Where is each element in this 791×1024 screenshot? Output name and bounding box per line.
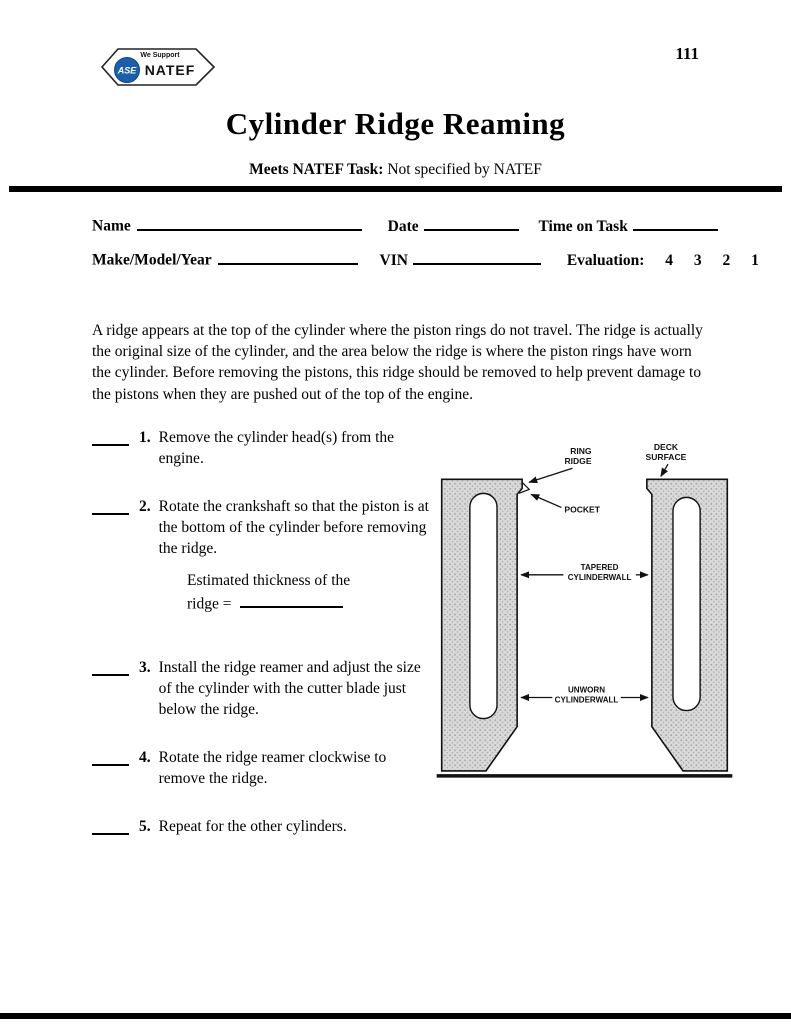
step-4-number: 4. [139, 748, 151, 766]
estimate-ridge-label: ridge = [187, 595, 232, 613]
task-label: Meets NATEF Task: [249, 161, 384, 178]
tapered-label-2: CYLINDERWALL [568, 573, 632, 582]
date-blank[interactable] [423, 214, 519, 231]
unworn-label-2: CYLINDERWALL [555, 696, 619, 705]
steps-list: 1. Remove the cylinder head(s) from the … [92, 427, 440, 837]
deck-surface-label-2: SURFACE [646, 452, 687, 462]
time-on-task-blank[interactable] [632, 214, 718, 231]
tapered-label: TAPERED [581, 563, 619, 572]
evaluation-score-4[interactable]: 4 [665, 251, 673, 269]
cylinder-diagram: RING RIDGE DECK SURFACE POCKET TAPERED C… [432, 427, 737, 789]
estimate-block: Estimated thickness of the ridge = [187, 570, 440, 614]
vin-label: VIN [379, 251, 408, 269]
task-value: Not specified by NATEF [387, 161, 542, 178]
name-blank[interactable] [136, 214, 362, 231]
ring-ridge-arrow [528, 467, 573, 484]
step-1-text: Remove the cylinder head(s) from the eng… [158, 429, 395, 468]
left-coolant-slot [469, 492, 498, 720]
time-on-task-label: Time on Task [538, 217, 628, 235]
pocket-label: POCKET [564, 504, 600, 514]
natef-logo: We Support ASE NATEF [94, 40, 220, 99]
make-model-year-blank[interactable] [217, 248, 358, 265]
ase-text: ASE [117, 66, 138, 76]
divider-rule [9, 186, 782, 192]
step-2-text: Rotate the crankshaft so that the piston… [158, 498, 429, 558]
deck-surface-arrow [660, 463, 669, 478]
deck-surface-label: DECK [654, 442, 679, 452]
name-label: Name [92, 217, 131, 235]
pocket-arrow [530, 493, 562, 509]
evaluation-label: Evaluation: [566, 251, 645, 269]
step-5-text: Repeat for the other cylinders. [158, 817, 347, 835]
step-item-2: 2. Rotate the crankshaft so that the pis… [92, 496, 440, 559]
step-4-checkoff-blank[interactable] [92, 747, 129, 766]
natef-task-line: Meets NATEF Task: Not specified by NATEF [0, 161, 791, 179]
estimate-line-2: ridge = [187, 592, 440, 615]
evaluation-score-2[interactable]: 2 [722, 251, 731, 269]
cylinder-diagram-svg: RING RIDGE DECK SURFACE POCKET TAPERED C… [436, 442, 733, 778]
logo-support-text: We Support [140, 52, 180, 59]
step-1-number: 1. [139, 429, 151, 446]
step-item-5: 5. Repeat for the other cylinders. [92, 816, 440, 837]
ridge-pocket-notch [518, 481, 531, 494]
step-3-number: 3. [139, 658, 151, 676]
intro-paragraph: A ridge appears at the top of the cylind… [92, 322, 703, 403]
ase-medallion [114, 57, 140, 83]
diagram-labels: RING RIDGE DECK SURFACE POCKET TAPERED C… [555, 442, 687, 704]
form-row-2: Make/Model/Year VIN Evaluation: 4 3 2 1 [92, 248, 759, 270]
content-area: 1. Remove the cylinder head(s) from the … [92, 427, 742, 987]
estimate-line-1: Estimated thickness of the [187, 572, 351, 590]
page-number: 111 [675, 44, 699, 63]
page-title: Cylinder Ridge Reaming [225, 106, 566, 141]
scan-edge-artifact [0, 1013, 791, 1019]
step-3-checkoff-blank[interactable] [92, 657, 129, 676]
natef-text: NATEF [145, 62, 196, 78]
ring-ridge-label-2: RIDGE [565, 456, 592, 466]
evaluation-score-1[interactable]: 1 [751, 251, 759, 269]
step-5-checkoff-blank[interactable] [92, 816, 129, 835]
ring-ridge-label: RING [570, 446, 592, 456]
date-label: Date [387, 217, 419, 235]
make-model-year-label: Make/Model/Year [92, 251, 212, 269]
step-item-4: 4. Rotate the ridge reamer clockwise to … [92, 747, 440, 789]
unworn-label: UNWORN [568, 685, 605, 694]
step-3-text: Install the ridge reamer and adjust the … [158, 658, 421, 718]
step-2-checkoff-blank[interactable] [92, 496, 129, 516]
step-5-number: 5. [139, 817, 151, 835]
step-item-1: 1. Remove the cylinder head(s) from the … [92, 427, 440, 469]
step-2-number: 2. [139, 498, 151, 516]
form-row-1: Name Date Time on Task [92, 214, 718, 236]
step-item-3: 3. Install the ridge reamer and adjust t… [92, 657, 440, 720]
right-coolant-slot [672, 496, 701, 712]
ridge-thickness-blank[interactable] [240, 592, 344, 609]
vin-blank[interactable] [412, 248, 541, 265]
evaluation-score-3[interactable]: 3 [693, 251, 702, 269]
natef-logo-graphic: We Support ASE NATEF [100, 48, 216, 86]
step-4-text: Rotate the ridge reamer clockwise to rem… [158, 748, 387, 787]
step-1-checkoff-blank[interactable] [92, 427, 129, 446]
diagram-arrows [520, 463, 669, 702]
